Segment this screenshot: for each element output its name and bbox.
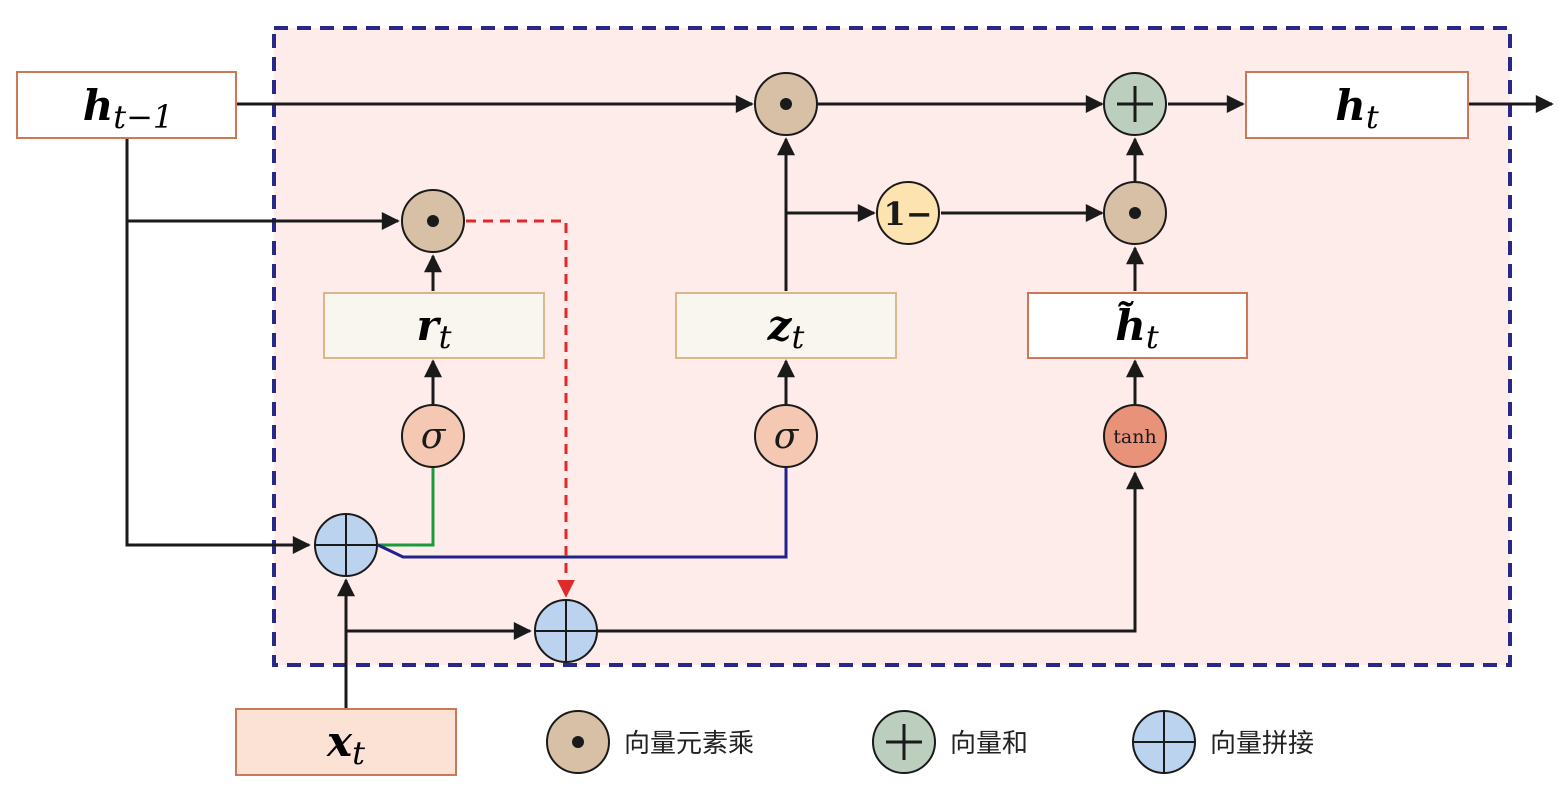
legend-concat-label: 向量拼接	[1210, 729, 1314, 759]
one-minus-label: 1−	[883, 195, 932, 233]
box-r-t: rt	[323, 292, 545, 359]
box-x-t: xt	[235, 708, 457, 776]
line-concat1-to-sigma-z	[377, 468, 788, 559]
sigma-z-label: σ	[774, 416, 800, 457]
sigma-update: σ	[754, 404, 818, 468]
z-t-label: zt	[767, 301, 805, 356]
box-z-t: zt	[675, 292, 897, 359]
line-hprev-down	[125, 138, 311, 554]
one-minus-op: 1−	[876, 181, 940, 245]
x-t-label: xt	[326, 717, 365, 772]
hadamard-update	[1103, 181, 1167, 245]
tanh-op: tanh	[1103, 404, 1167, 468]
vector-sum	[1103, 72, 1167, 136]
line-concat2-to-tanh	[597, 471, 1144, 633]
dot-icon	[1129, 207, 1141, 219]
concat-candidate	[534, 599, 598, 663]
dot-icon	[572, 736, 584, 748]
hadamard-top	[754, 72, 818, 136]
h-tilde-label: h̃t	[1115, 300, 1159, 356]
sigma-r-label: σ	[421, 416, 447, 457]
connections	[125, 95, 1554, 708]
tanh-label: tanh	[1113, 426, 1156, 448]
legend-concat: 向量拼接	[1132, 710, 1314, 774]
box-h-prev: ht−1	[16, 71, 237, 139]
concat-input	[314, 513, 378, 577]
h-t-label: ht	[1335, 81, 1379, 136]
box-h-tilde: h̃t	[1027, 292, 1248, 359]
legend: 向量元素乘 向量和 向量拼接	[546, 710, 1314, 774]
h-prev-label: ht−1	[83, 81, 174, 136]
r-t-label: rt	[417, 301, 452, 356]
hadamard-reset	[401, 189, 465, 253]
line-concat1-to-sigma-r	[378, 468, 435, 547]
box-h-t: ht	[1245, 71, 1469, 139]
legend-hadamard-label: 向量元素乘	[624, 729, 754, 759]
dot-icon	[427, 215, 439, 227]
dot-icon	[780, 98, 792, 110]
legend-hadamard: 向量元素乘	[546, 710, 754, 774]
legend-sum-label: 向量和	[950, 729, 1028, 759]
legend-sum: 向量和	[872, 710, 1028, 774]
sigma-reset: σ	[401, 404, 465, 468]
line-reset-mult-to-concat2	[466, 219, 575, 598]
